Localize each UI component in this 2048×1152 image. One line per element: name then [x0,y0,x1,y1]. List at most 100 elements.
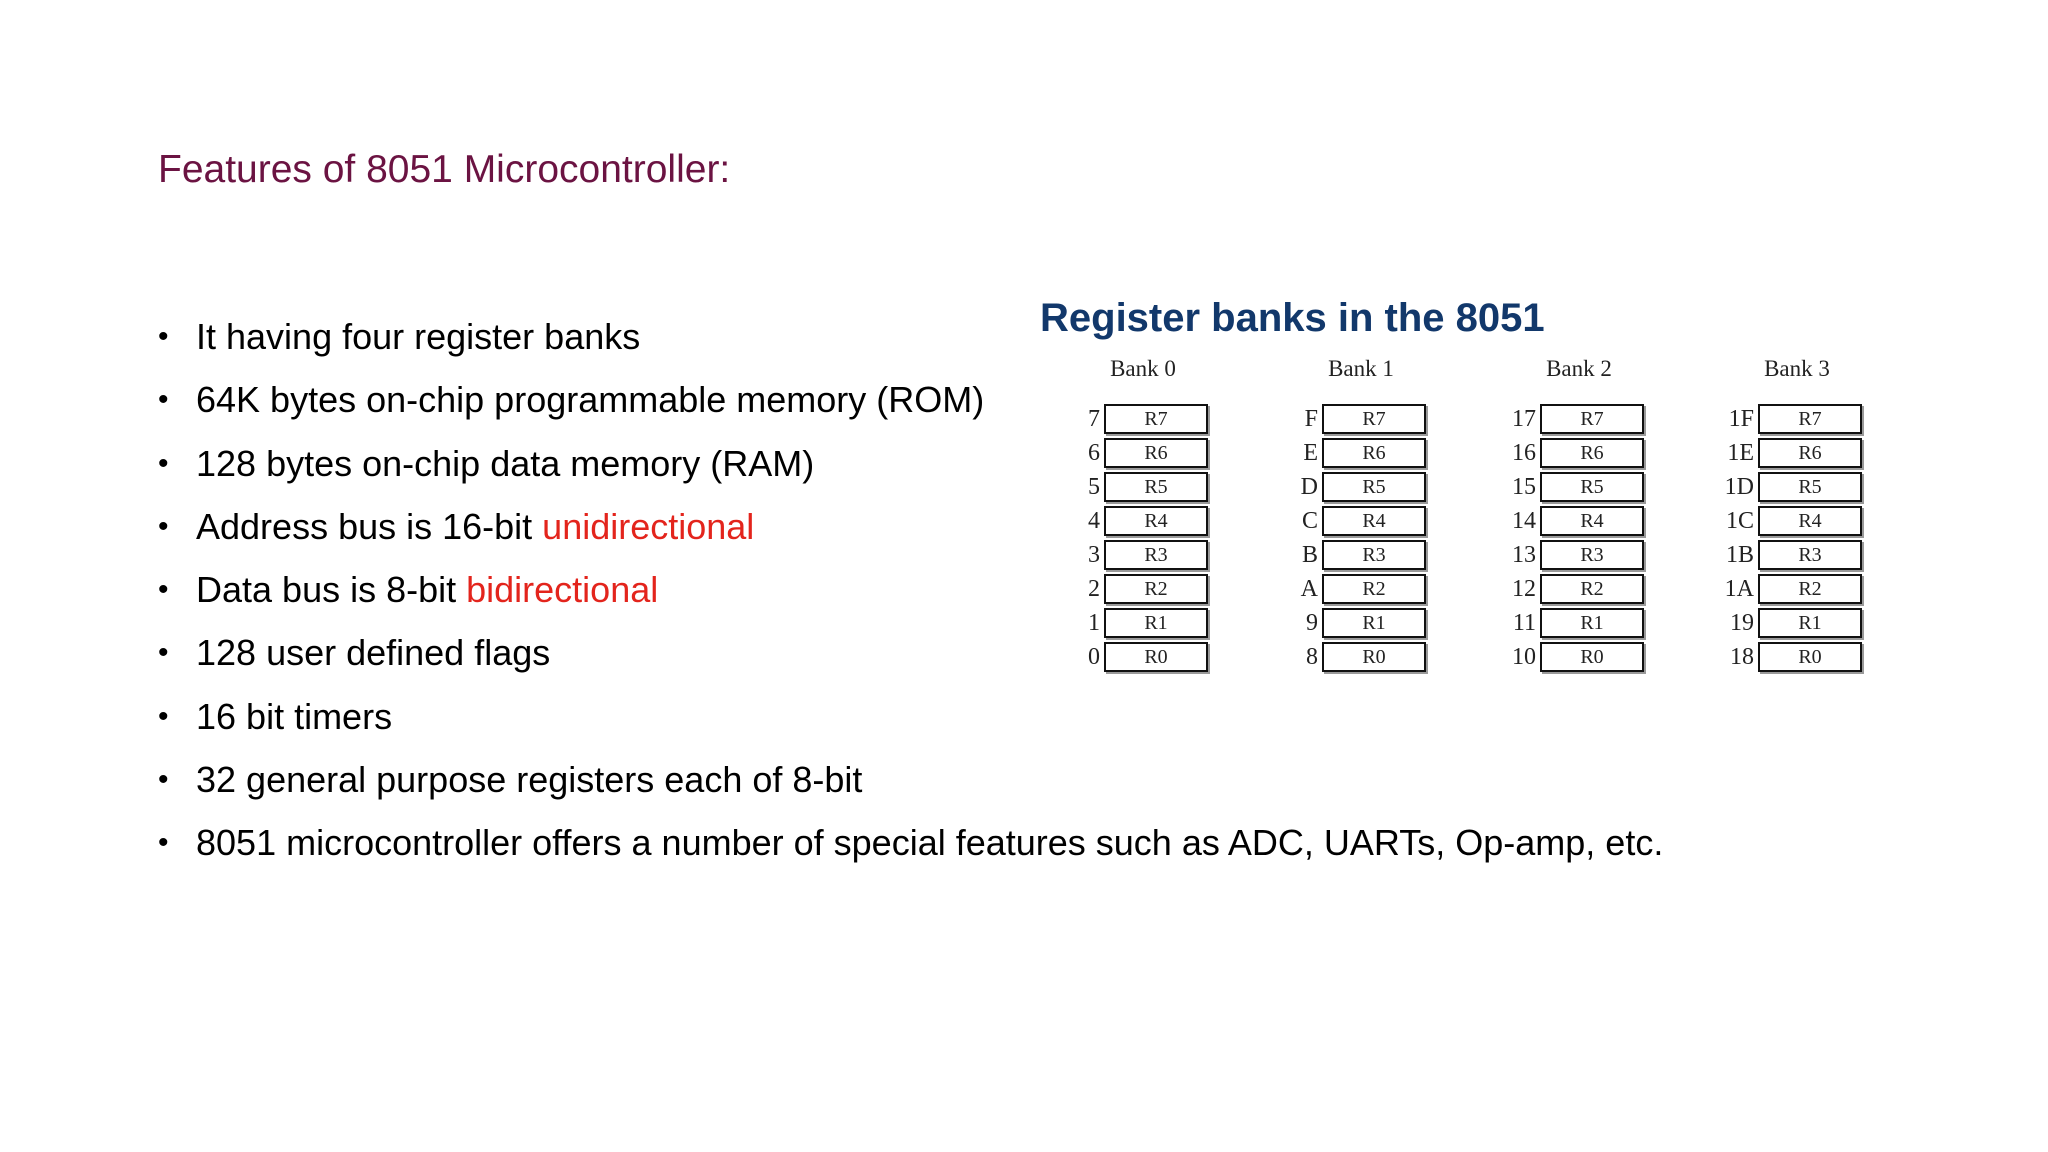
register-address: 3 [1088,542,1100,568]
register-box: R3 [1540,540,1644,570]
register-address: F [1304,406,1318,432]
register-box: R6 [1322,438,1426,468]
register-address: 9 [1306,610,1318,636]
bullet-icon: • [158,573,169,607]
register-box: R2 [1322,574,1426,604]
bullet-icon: • [158,509,169,543]
slide-title: Features of 8051 Microcontroller: [158,148,731,191]
register-address: 10 [1512,644,1536,670]
diagram-title: Register banks in the 8051 [1040,296,1545,340]
feature-text: Data bus is 8-bit [196,569,467,611]
bullet-icon: • [158,636,169,670]
register-address: 16 [1512,440,1536,466]
feature-text: 8051 microcontroller offers a number of … [196,822,1664,864]
register-address: 1 [1088,610,1100,636]
register-address: 0 [1088,644,1100,670]
register-box: R3 [1104,540,1208,570]
register-box: R5 [1758,472,1862,502]
register-address: B [1301,542,1318,568]
register-box: R7 [1104,404,1208,434]
feature-item: •128 bytes on-chip data memory (RAM) [158,438,1663,501]
feature-list: • It having four register banks •64K bytes… [158,311,1663,881]
register-address: 1E [1727,440,1754,466]
register-address: A [1300,576,1318,602]
register-box: R2 [1540,574,1644,604]
bullet-icon: • [158,383,169,417]
register-address: 18 [1730,644,1754,670]
feature-item: • 8051 microcontroller offers a number of… [158,817,1663,880]
register-address: 17 [1512,406,1536,432]
feature-text: It having four register banks [196,316,641,357]
feature-item: •64K bytes on-chip programmable memory (… [158,374,1663,437]
register-address: 6 [1088,440,1100,466]
register-box: R0 [1322,642,1426,672]
bullet-icon: • [158,699,169,733]
register-address: 1F [1728,406,1754,432]
register-box: R1 [1540,608,1644,638]
register-box: R4 [1758,506,1862,536]
feature-text: Address bus is 16-bit [196,505,543,547]
feature-item: • Address bus is 16-bit unidirectional [158,501,1663,564]
feature-highlight: unidirectional [542,505,755,547]
register-box: R2 [1758,574,1862,604]
feature-item: •Data bus is 8-bit bidirectional [158,564,1663,627]
register-box: R7 [1758,404,1862,434]
register-box: R6 [1758,438,1862,468]
register-address: 13 [1512,542,1536,568]
feature-text: 16 bit timers [196,695,393,737]
register-box: R5 [1540,472,1644,502]
register-address: 1B [1725,542,1754,568]
bank-label: Bank 2 [1546,356,1612,381]
register-box: R6 [1540,438,1644,468]
register-box: R3 [1758,540,1862,570]
register-box: R5 [1104,472,1208,502]
register-address: 7 [1088,406,1100,432]
register-address: 4 [1088,508,1100,534]
register-box: R6 [1104,438,1208,468]
feature-item: •32 general purpose registers each of 8-… [158,754,1663,817]
register-box: R4 [1104,506,1208,536]
bullet-icon: • [158,446,169,480]
register-address: 8 [1306,644,1318,670]
register-box: R7 [1540,404,1644,434]
register-address: 2 [1088,576,1100,602]
register-box: R1 [1758,608,1862,638]
register-address: 5 [1088,474,1100,500]
bank-label: Bank 3 [1764,356,1830,381]
bullet-icon: • [158,826,169,860]
register-box: R1 [1322,608,1426,638]
register-address: 11 [1512,610,1536,636]
register-box: R1 [1104,608,1208,638]
bank-label: Bank 1 [1328,356,1394,381]
register-box: R4 [1322,506,1426,536]
register-box: R3 [1322,540,1426,570]
feature-item: • 16 bit timers [158,691,1663,754]
register-address: C [1301,508,1318,534]
register-box: R5 [1322,472,1426,502]
